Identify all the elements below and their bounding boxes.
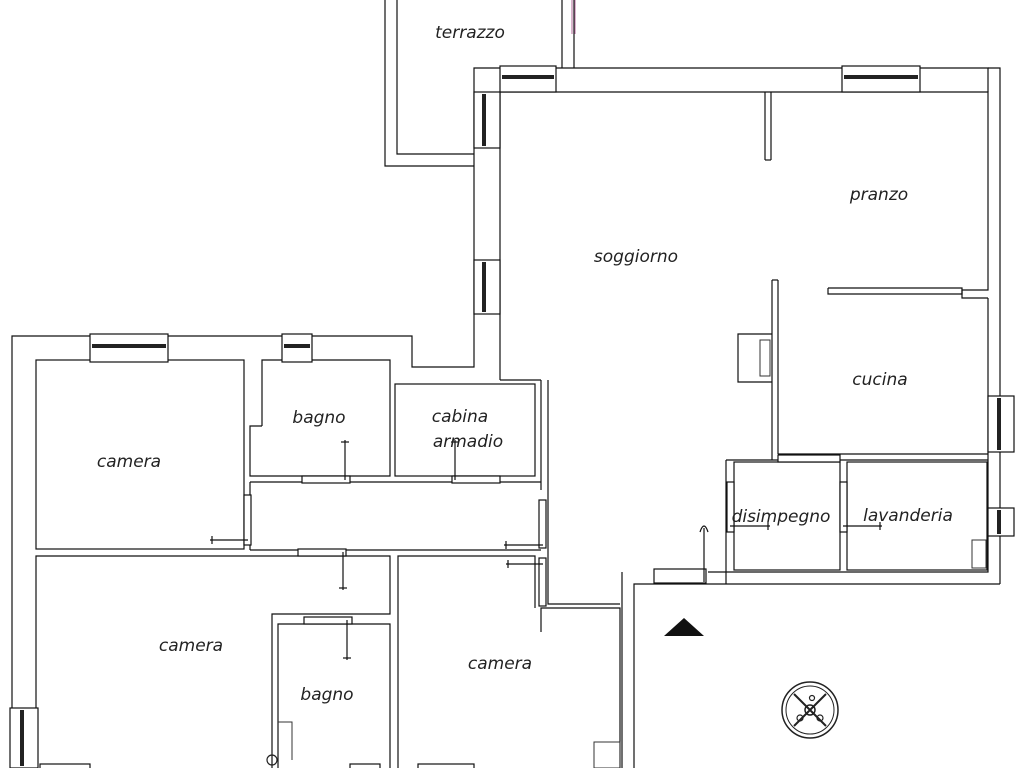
- label-lavanderia: lavanderia: [863, 506, 953, 526]
- doors: [210, 440, 882, 660]
- window-lavanderia: [987, 507, 1015, 537]
- label-camera-bottom-left: camera: [159, 636, 223, 656]
- column-marker: [266, 754, 278, 766]
- terrazzo-walls: [384, 0, 576, 167]
- window-top-right-pranzo: [841, 65, 921, 93]
- window-soggiorno-lower: [473, 259, 501, 315]
- label-armadio: armadio: [433, 432, 503, 452]
- living-area-walls: [726, 92, 988, 461]
- window-bagno-top: [281, 333, 313, 363]
- windows: [9, 65, 1015, 768]
- label-cabina: cabina: [432, 407, 488, 427]
- window-camera-top: [89, 333, 169, 363]
- label-soggiorno: soggiorno: [594, 247, 678, 267]
- label-terrazzo: terrazzo: [435, 23, 505, 43]
- window-top-left-terrace: [499, 65, 557, 93]
- north-arrow-icon: [664, 618, 704, 636]
- label-disimpegno: disimpegno: [732, 507, 831, 527]
- window-cucina: [987, 395, 1015, 453]
- exterior-walls: [11, 67, 1001, 768]
- label-bagno-top: bagno: [292, 408, 345, 428]
- window-camera-bottom-left: [9, 707, 39, 768]
- label-cucina: cucina: [852, 370, 907, 390]
- room-labels: terrazzo soggiorno pranzo cucina camera …: [97, 23, 953, 705]
- compass-rose-icon: [781, 681, 839, 739]
- label-bagno-bottom: bagno: [300, 685, 353, 705]
- window-soggiorno-upper: [473, 91, 501, 149]
- label-pranzo: pranzo: [849, 185, 908, 205]
- label-camera-top-left: camera: [97, 452, 161, 472]
- label-camera-bottom-mid: camera: [468, 654, 532, 674]
